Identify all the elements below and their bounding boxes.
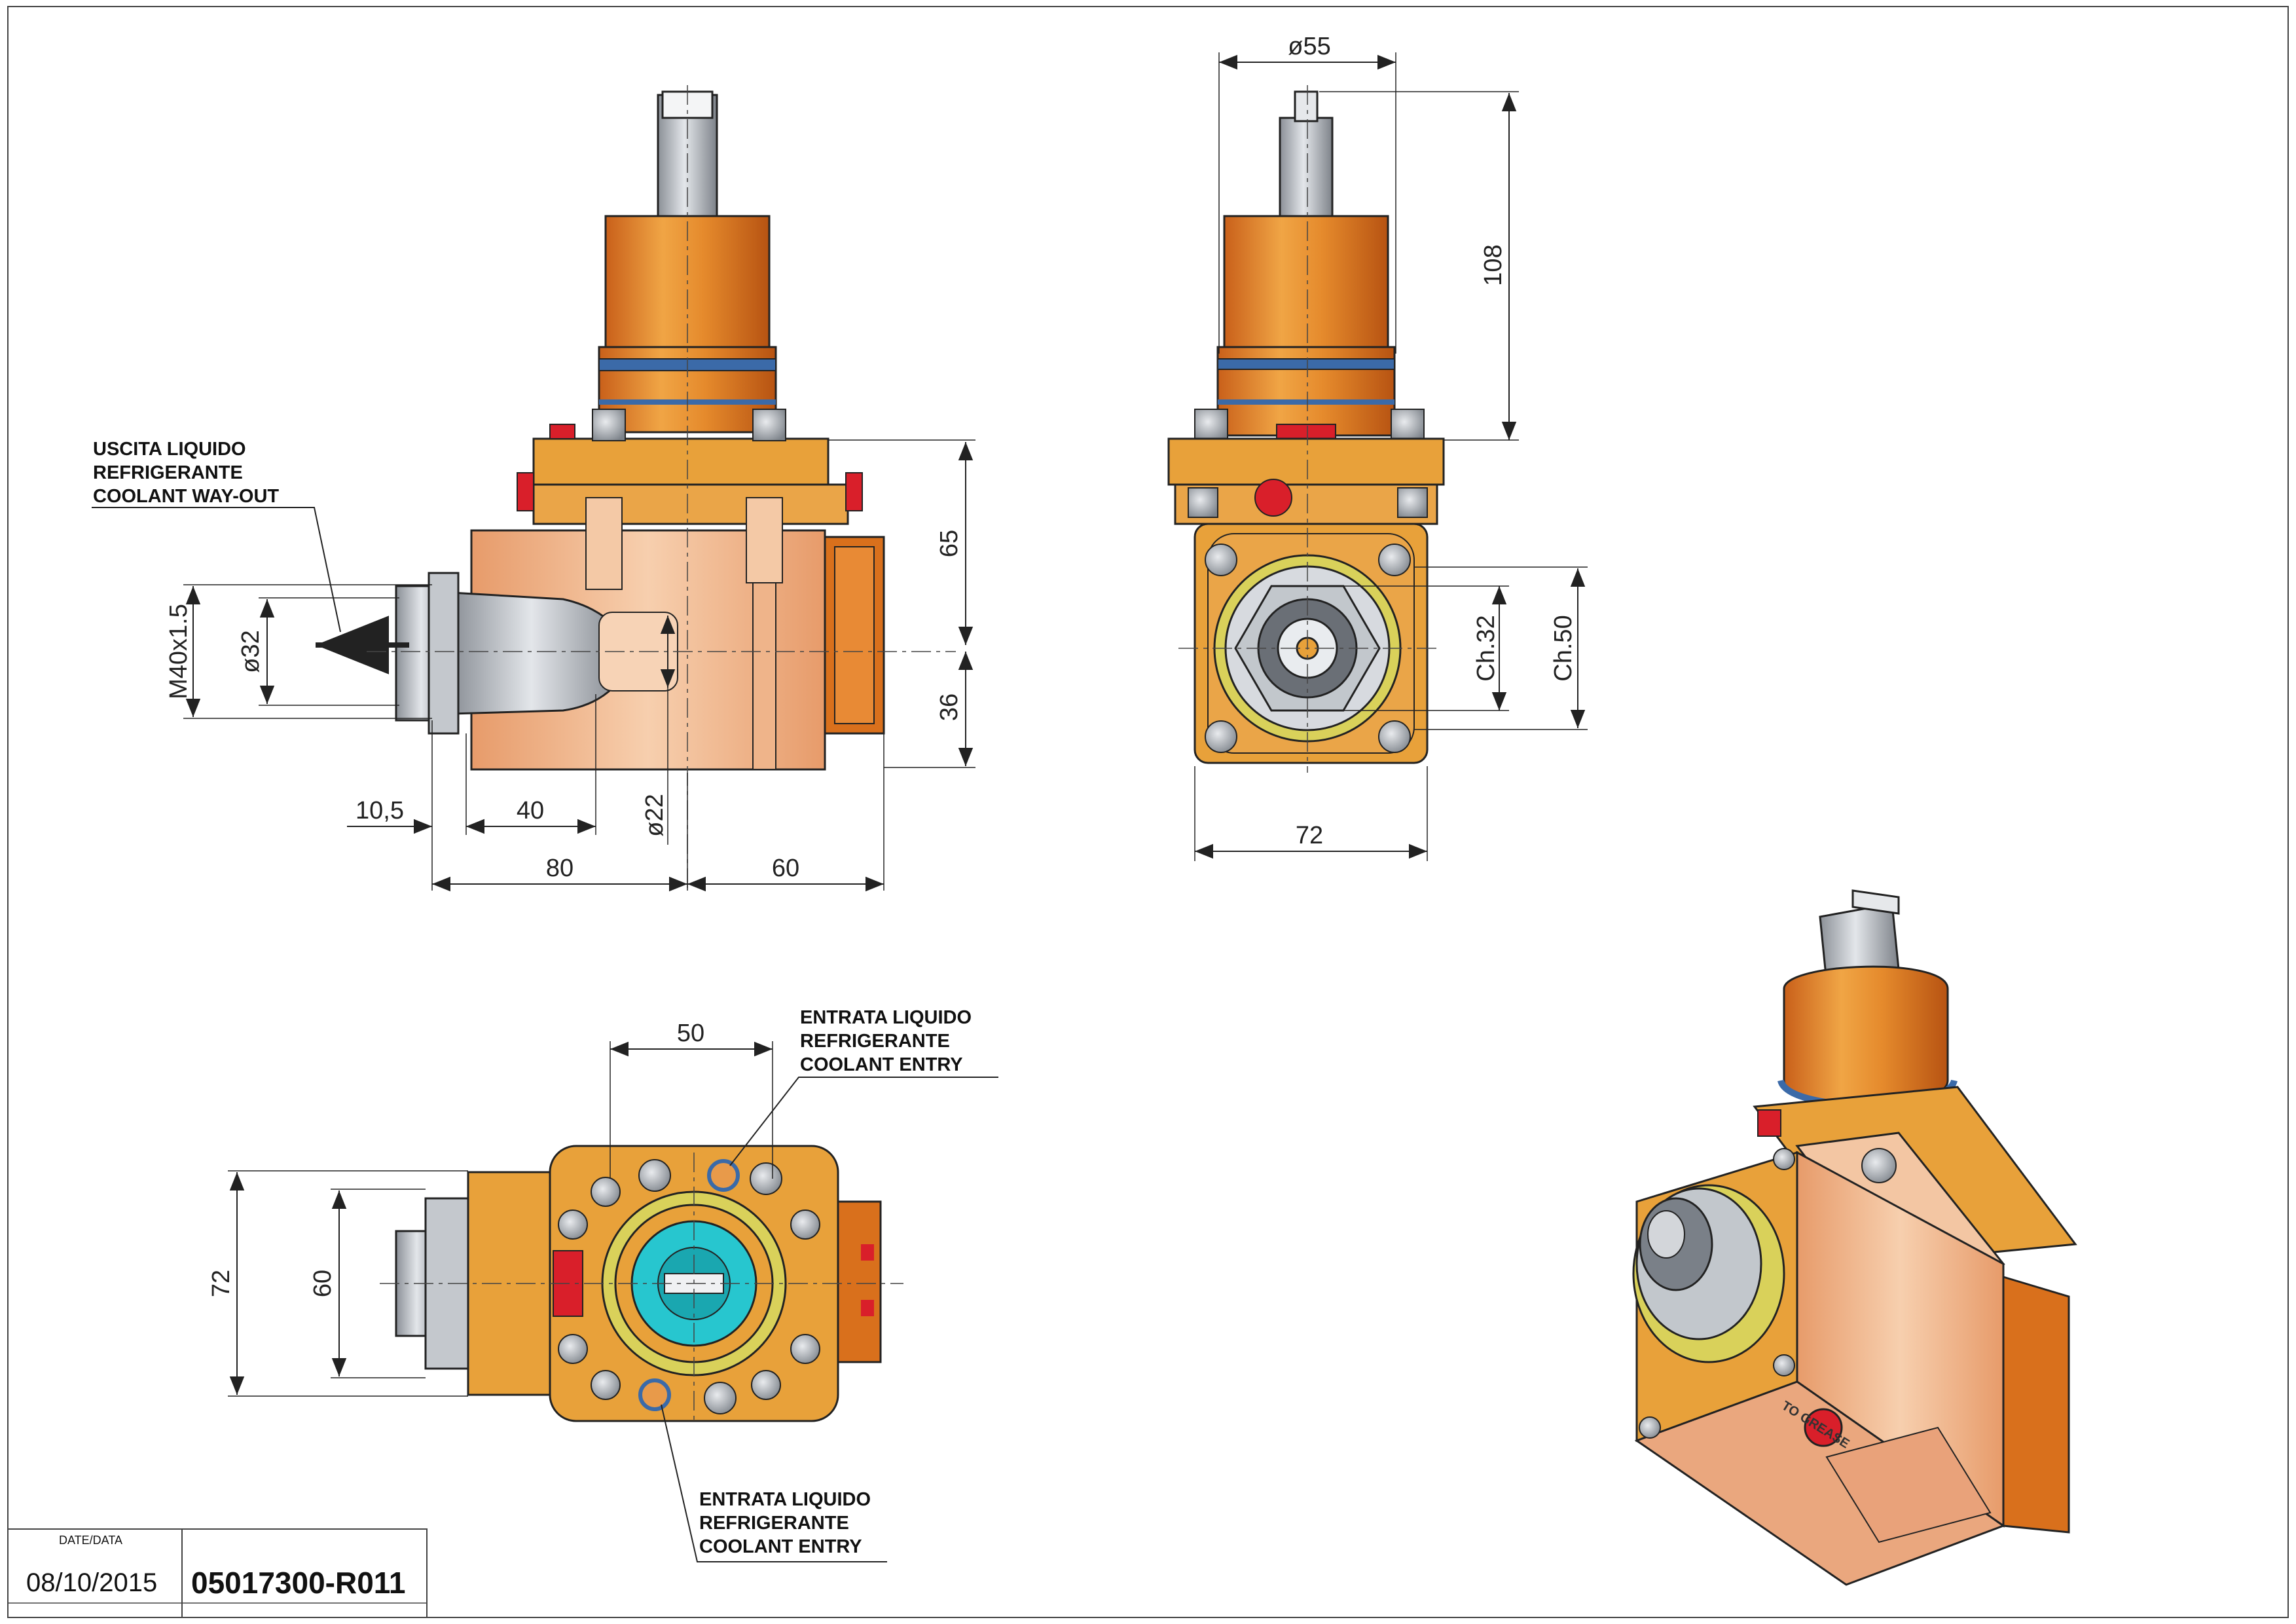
front-red-plug bbox=[1254, 479, 1292, 517]
dim-ch50: Ch.50 bbox=[1550, 615, 1577, 681]
callout-coolant-out-line-2: REFRIGERANTE bbox=[93, 462, 243, 483]
bottom-screw-8 bbox=[591, 1370, 621, 1400]
bottom-coolant-port-top bbox=[707, 1159, 740, 1192]
dim-40: 40 bbox=[517, 797, 544, 824]
iso-shaft-key bbox=[1851, 889, 1900, 915]
drawing-code: 05017300-R011 bbox=[191, 1566, 406, 1600]
front-corner-screw-bl bbox=[1205, 720, 1237, 753]
callout-coolant-out-line-1: USCITA LIQUIDO bbox=[93, 439, 246, 460]
bottom-red-side-2 bbox=[861, 1300, 874, 1316]
dim-dia-55: ø55 bbox=[1288, 33, 1330, 60]
dim-60-bottom: 60 bbox=[309, 1270, 337, 1297]
front-flange bbox=[1167, 437, 1445, 486]
iso-recess bbox=[1825, 1426, 1992, 1543]
callout-coolant-entry-bottom-line-3: COOLANT ENTRY bbox=[699, 1536, 862, 1557]
callout-coolant-entry-bottom-line-1: ENTRATA LIQUIDO bbox=[699, 1489, 871, 1510]
date-label: DATE/DATA bbox=[59, 1534, 123, 1547]
callout-coolant-entry-bottom-line-2: REFRIGERANTE bbox=[699, 1513, 849, 1534]
iso-corner-screw-1 bbox=[1773, 1148, 1795, 1170]
side-back-plate-inner bbox=[834, 546, 875, 724]
front-oring-2 bbox=[1218, 399, 1394, 405]
bottom-screw-7 bbox=[790, 1334, 820, 1364]
iso-view: TO GREASE bbox=[1632, 889, 2077, 1586]
side-channel-left bbox=[585, 497, 623, 590]
dim-dia-32: ø32 bbox=[237, 630, 264, 673]
iso-collet-bore bbox=[1647, 1210, 1685, 1259]
front-screw-left bbox=[1194, 409, 1228, 441]
dim-m40: M40x1.5 bbox=[165, 604, 192, 699]
iso-corner-screw-2 bbox=[1773, 1354, 1795, 1376]
side-red-marker-top bbox=[549, 424, 575, 439]
bottom-screw-1 bbox=[638, 1159, 671, 1192]
coolant-out-leader bbox=[92, 507, 341, 633]
callout-coolant-out: USCITA LIQUIDO REFRIGERANTE COOLANT WAY-… bbox=[93, 437, 279, 508]
side-red-marker-left bbox=[517, 472, 534, 511]
dim-50: 50 bbox=[677, 1020, 704, 1047]
iso-spindle-housing bbox=[1783, 965, 1949, 1106]
iso-grease-plug bbox=[1804, 1408, 1843, 1447]
iso-corner-screw-3 bbox=[1639, 1416, 1661, 1439]
side-red-marker-right bbox=[845, 472, 863, 511]
front-view: ø55 108 Ch.32 Ch.50 72 bbox=[1167, 33, 1588, 861]
bottom-screw-2 bbox=[750, 1162, 782, 1195]
date-value: 08/10/2015 bbox=[26, 1568, 158, 1597]
callout-coolant-entry-bottom: ENTRATA LIQUIDO REFRIGERANTE COOLANT ENT… bbox=[699, 1488, 871, 1559]
side-channel-vertical bbox=[752, 582, 776, 770]
front-corner-screw-br bbox=[1378, 720, 1411, 753]
side-collet-nut-cap bbox=[428, 572, 460, 735]
dim-10-5: 10,5 bbox=[355, 797, 404, 824]
side-screw-right bbox=[752, 409, 786, 441]
iso-screw-top bbox=[1861, 1148, 1897, 1183]
coolant-entry-bottom-leader bbox=[661, 1404, 887, 1562]
bottom-screw-5 bbox=[558, 1209, 588, 1240]
front-shaft-key bbox=[1294, 90, 1319, 122]
bottom-back-tab bbox=[837, 1200, 882, 1363]
iso-back-plate bbox=[2002, 1275, 2070, 1534]
front-flange-lower bbox=[1174, 483, 1438, 525]
bottom-view: 50 72 60 bbox=[208, 1020, 998, 1562]
iso-red-marker bbox=[1757, 1109, 1781, 1137]
side-flange-lower bbox=[532, 483, 849, 525]
dim-72-front: 72 bbox=[1296, 822, 1323, 849]
front-pin-right bbox=[1397, 487, 1428, 518]
callout-coolant-entry-top-line-3: COOLANT ENTRY bbox=[800, 1054, 963, 1075]
dim-ch32: Ch.32 bbox=[1472, 615, 1500, 681]
callout-coolant-entry-top-line-1: ENTRATA LIQUIDO bbox=[800, 1007, 972, 1028]
bottom-screw-9 bbox=[704, 1382, 737, 1414]
dim-72-bottom: 72 bbox=[208, 1270, 235, 1297]
sheet-border bbox=[7, 6, 2289, 1618]
dim-65: 65 bbox=[936, 530, 963, 557]
callout-coolant-entry-top-line-2: REFRIGERANTE bbox=[800, 1031, 950, 1052]
side-view: 65 36 M40x1.5 ø32 ø22 10,5 40 80 60 bbox=[92, 85, 975, 892]
side-screw-left bbox=[592, 409, 626, 441]
title-block bbox=[7, 1528, 428, 1618]
side-flange bbox=[532, 437, 829, 486]
bottom-red-side-1 bbox=[861, 1244, 874, 1261]
front-corner-screw-tr bbox=[1378, 544, 1411, 576]
front-shaft bbox=[1279, 117, 1334, 217]
callout-coolant-entry-top: ENTRATA LIQUIDO REFRIGERANTE COOLANT ENT… bbox=[800, 1006, 972, 1077]
bottom-screw-6 bbox=[558, 1334, 588, 1364]
bottom-screw-3 bbox=[591, 1177, 621, 1207]
dim-60: 60 bbox=[772, 855, 799, 882]
dim-36: 36 bbox=[936, 693, 963, 721]
callout-coolant-out-line-3: COOLANT WAY-OUT bbox=[93, 486, 280, 507]
bottom-coolant-port-bottom bbox=[638, 1378, 671, 1411]
title-block-frame bbox=[7, 1528, 428, 1618]
side-channel-right bbox=[746, 497, 783, 583]
dim-dia-22: ø22 bbox=[641, 794, 668, 836]
bottom-screw-10 bbox=[751, 1370, 781, 1400]
front-corner-screw-tl bbox=[1205, 544, 1237, 576]
dim-108: 108 bbox=[1480, 244, 1507, 286]
coolant-entry-top-leader bbox=[729, 1077, 998, 1166]
front-pin-left bbox=[1188, 487, 1218, 518]
front-screw-right bbox=[1391, 409, 1425, 441]
dim-80: 80 bbox=[546, 855, 574, 882]
bottom-screw-4 bbox=[790, 1209, 820, 1240]
front-oring bbox=[1217, 358, 1395, 370]
